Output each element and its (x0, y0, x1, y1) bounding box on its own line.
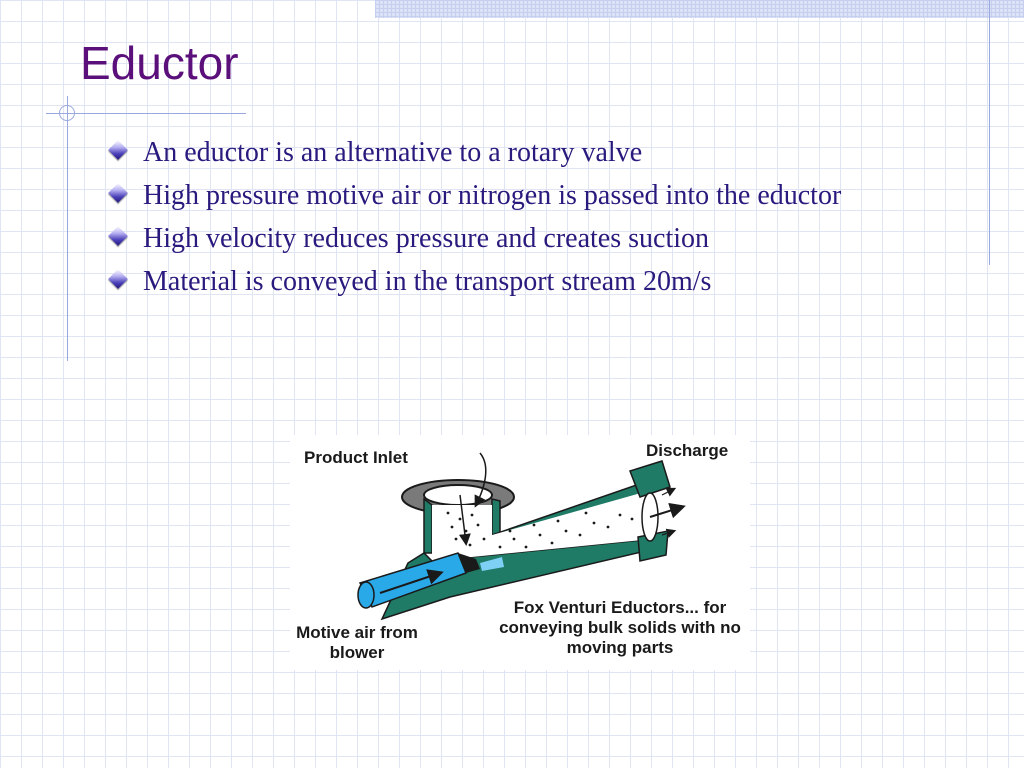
product-inlet-label: Product Inlet (304, 448, 408, 467)
top-decoration-bar (375, 0, 1024, 18)
left-guide-line (67, 96, 68, 361)
bullet-item: Material is conveyed in the transport st… (108, 263, 908, 300)
diamond-bullet-icon (108, 269, 128, 289)
motive-air-label: Motive air from blower (296, 623, 418, 662)
discharge-label: Discharge (646, 441, 729, 460)
fox-eductor-caption: Fox Venturi Eductors... for conveying bu… (499, 598, 741, 657)
crosshair-ornament-icon (59, 105, 75, 121)
title-underline (46, 113, 246, 114)
bullet-item: An eductor is an alternative to a rotary… (108, 134, 908, 171)
bullet-text: An eductor is an alternative to a rotary… (143, 137, 643, 168)
diamond-bullet-icon (108, 140, 128, 160)
right-guide-line (989, 0, 990, 265)
bullet-text: Material is conveyed in the transport st… (143, 266, 712, 297)
slide-title: Eductor (80, 37, 239, 89)
bullet-text: High pressure motive air or nitrogen is … (143, 180, 842, 211)
eductor-diagram: Product Inlet Discharge Motive air from … (290, 435, 750, 670)
bullet-text: High velocity reduces pressure and creat… (143, 223, 710, 254)
bullet-item: High pressure motive air or nitrogen is … (108, 177, 908, 214)
eductor-illustration (357, 452, 686, 621)
bullet-item: High velocity reduces pressure and creat… (108, 220, 908, 257)
diamond-bullet-icon (108, 183, 128, 203)
bullet-list: An eductor is an alternative to a rotary… (108, 134, 908, 306)
diamond-bullet-icon (108, 226, 128, 246)
